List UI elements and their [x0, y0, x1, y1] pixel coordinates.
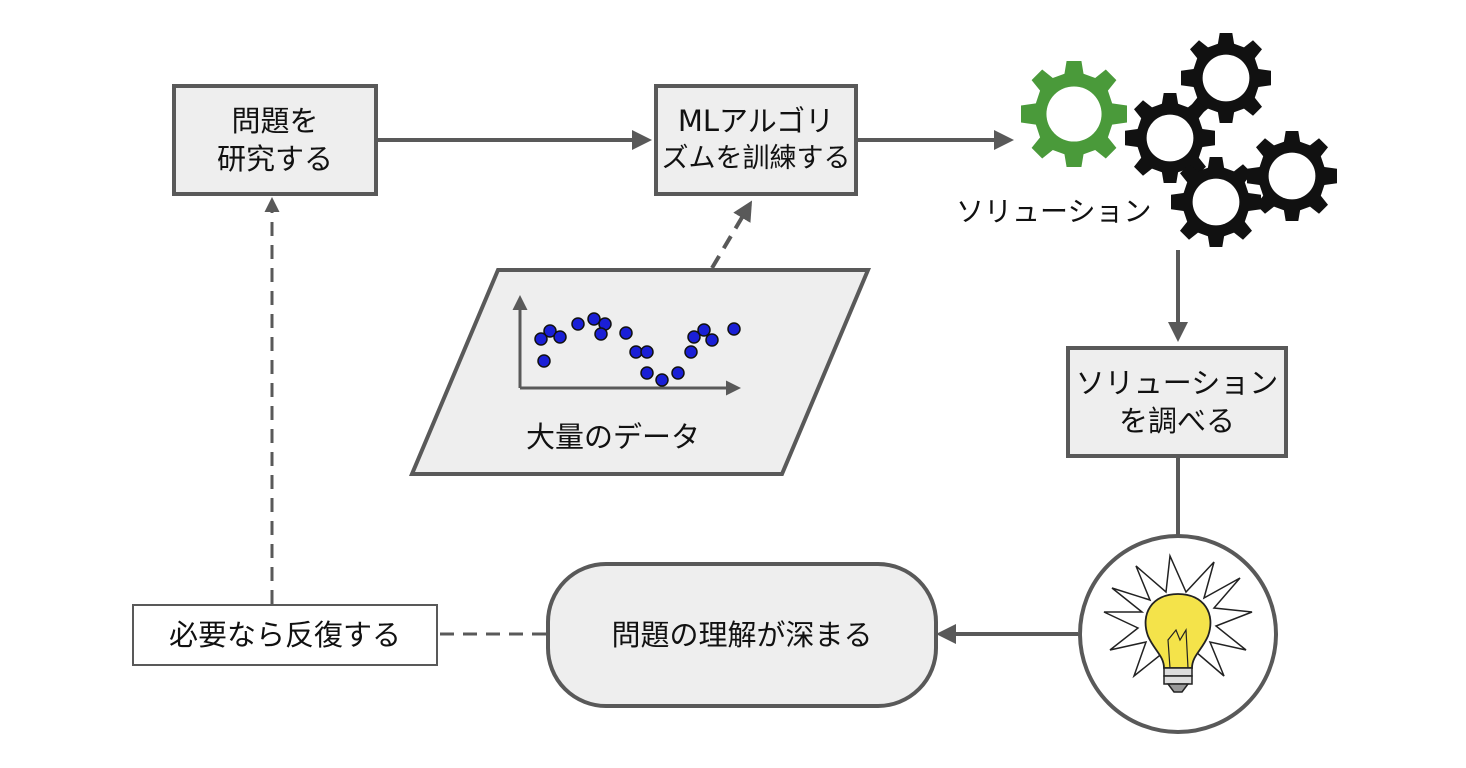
scatter-dot [671, 366, 685, 380]
lots-of-data-label: 大量のデータ [526, 420, 701, 454]
scatter-dot [684, 345, 698, 359]
scatter-dot [553, 330, 567, 344]
scatter-dot [655, 373, 669, 387]
scatter-dot [687, 330, 701, 344]
scatter-dot [697, 323, 711, 337]
gears-icon [1021, 33, 1337, 247]
analyze-solution-line2: を調べる [1118, 404, 1235, 438]
understand-problem-label: 問題の理解が深まる [611, 618, 873, 652]
iterate-label: 必要なら反復する [168, 618, 401, 652]
scatter-dot [594, 327, 608, 341]
scatter-dot [534, 332, 548, 346]
understand-problem-box: 問題の理解が深まる [546, 562, 938, 708]
scatter-dot [543, 324, 557, 338]
scatter-dot [727, 322, 741, 336]
arrow-data-to-train [710, 200, 753, 270]
solution-label: ソリューション [956, 195, 1152, 228]
study-problem-line1: 問題を [231, 104, 319, 138]
study-problem-box: 問題を 研究する [172, 84, 378, 196]
iterate-box: 必要なら反復する [132, 604, 438, 666]
scatter-dot [640, 345, 654, 359]
scatter-dot [587, 312, 601, 326]
lightbulb-icon [1078, 534, 1278, 734]
scatter-plot-icon [512, 295, 741, 396]
scatter-dot [537, 354, 551, 368]
analyze-solution-line1: ソリューション [1075, 366, 1279, 400]
analyze-solution-box: ソリューション を調べる [1066, 346, 1288, 458]
scatter-dot [640, 366, 654, 380]
train-ml-line2: ズムを訓練する [661, 143, 851, 174]
scatter-dot [619, 326, 633, 340]
scatter-dot [571, 317, 585, 331]
scatter-dot [705, 333, 719, 347]
study-problem-line2: 研究する [216, 142, 333, 176]
data-parallelogram [408, 268, 872, 476]
train-ml-line1: MLアルゴリ [677, 104, 835, 138]
scatter-dot [629, 345, 643, 359]
train-ml-box: MLアルゴリ ズムを訓練する [654, 84, 858, 196]
